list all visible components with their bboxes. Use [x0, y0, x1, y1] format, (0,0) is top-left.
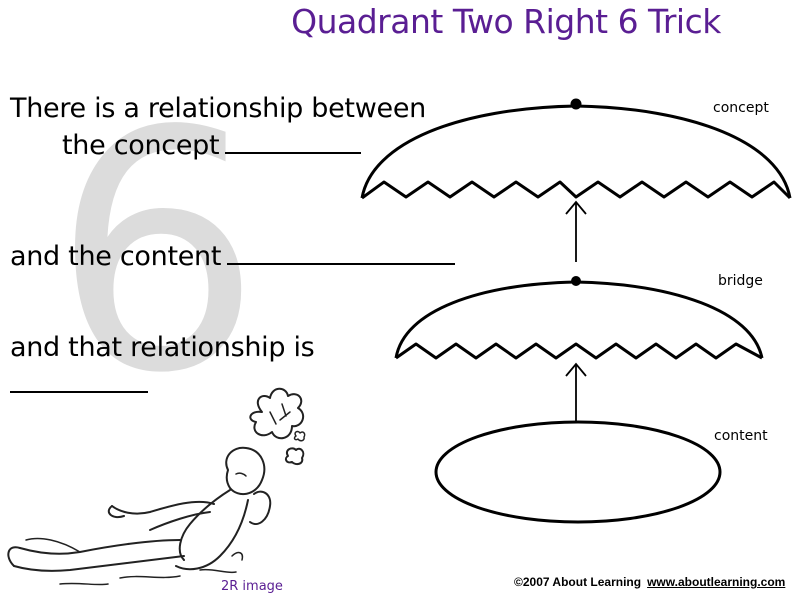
image-caption: 2R image: [221, 579, 283, 594]
statement-line-5: [10, 369, 148, 400]
statement-content-text: and the content: [10, 241, 222, 272]
concept-label: concept: [713, 100, 769, 116]
bridge-top-knob: [571, 276, 581, 286]
footer-credit: ©2007 About Learning www.aboutlearning.co…: [514, 575, 785, 589]
bridge-umbrella-shape: [394, 280, 764, 360]
content-label: content: [714, 428, 768, 444]
copyright-text: ©2007 About Learning: [514, 575, 642, 589]
website-link[interactable]: www.aboutlearning.com: [647, 575, 786, 589]
arrow-content-to-bridge: [565, 362, 587, 422]
concept-umbrella-shape: [360, 104, 792, 200]
relationship-blank: [10, 369, 148, 393]
concept-top-knob: [570, 98, 582, 110]
concept-blank: [225, 130, 362, 154]
statement-line-1: There is a relationship between: [10, 93, 426, 124]
content-blank: [227, 241, 456, 265]
statement-line-2: the concept: [62, 130, 362, 161]
reclining-figure-illustration: [7, 387, 306, 586]
background-numeral: 6: [52, 61, 262, 445]
content-oval: [434, 420, 722, 524]
page-title: Quadrant Two Right 6 Trick: [291, 2, 721, 41]
statement-concept-text: the concept: [62, 130, 220, 161]
bridge-label: bridge: [718, 273, 763, 289]
arrow-bridge-to-concept: [565, 200, 587, 262]
statement-line-3: and the content: [10, 241, 456, 272]
statement-line-4: and that relationship is: [10, 332, 315, 363]
